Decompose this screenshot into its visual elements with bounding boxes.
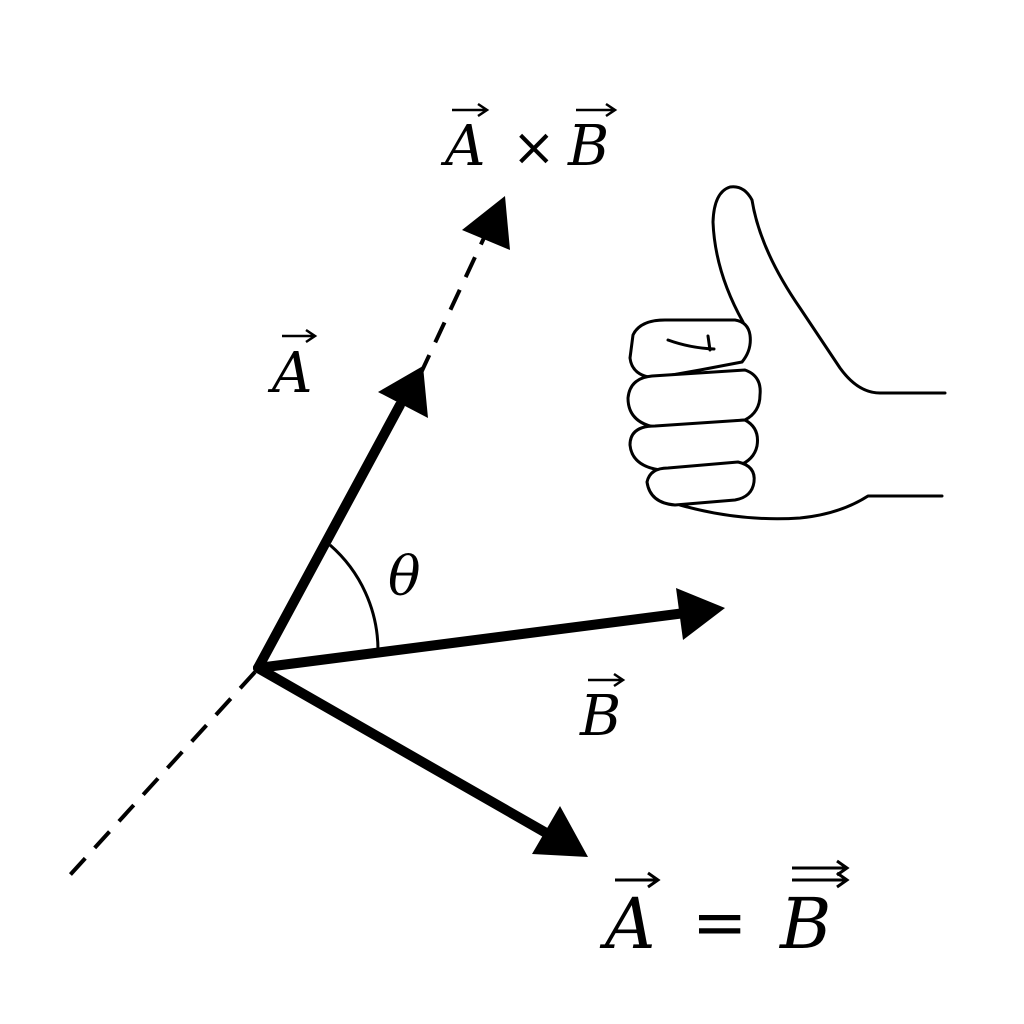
- equation-label-operator: =: [692, 884, 747, 961]
- vector-b-arrowhead: [676, 588, 725, 640]
- cross-product-label-operator: ×: [512, 118, 556, 178]
- vector-a-arrow: [253, 400, 405, 673]
- vector-arrow-accent: [588, 672, 626, 688]
- cross-product-axis-lower-dashed: [68, 670, 257, 877]
- vector-c-arrowhead: [532, 806, 588, 857]
- cross-product-label-right: B: [567, 114, 609, 179]
- equation-label-right: B: [778, 883, 831, 965]
- cross-product-arrowhead: [462, 196, 510, 250]
- thumbs-up-icon: [626, 185, 947, 521]
- vector-a-label-text: A: [267, 341, 312, 406]
- equation-label: A = B: [599, 859, 850, 965]
- cross-product-label-left: A: [440, 114, 485, 179]
- vector-arrow-accent: [615, 859, 850, 889]
- vector-arrow-accent: [282, 328, 318, 344]
- vector-b-arrow: [253, 608, 690, 673]
- cross-product-label: A × B: [440, 102, 618, 179]
- vector-b-label-text: B: [579, 684, 621, 749]
- vector-arrow-accent: [452, 102, 618, 118]
- equation-label-left: A: [599, 883, 656, 965]
- vector-a-label: A: [267, 328, 318, 406]
- angle-arc: [329, 543, 380, 651]
- vector-a-arrowhead: [378, 366, 428, 418]
- vector-b-label: B: [579, 672, 626, 749]
- cross-product-arrow-dashed: [418, 224, 492, 376]
- angle-label: θ: [388, 545, 421, 608]
- vector-c-arrow: [253, 663, 553, 839]
